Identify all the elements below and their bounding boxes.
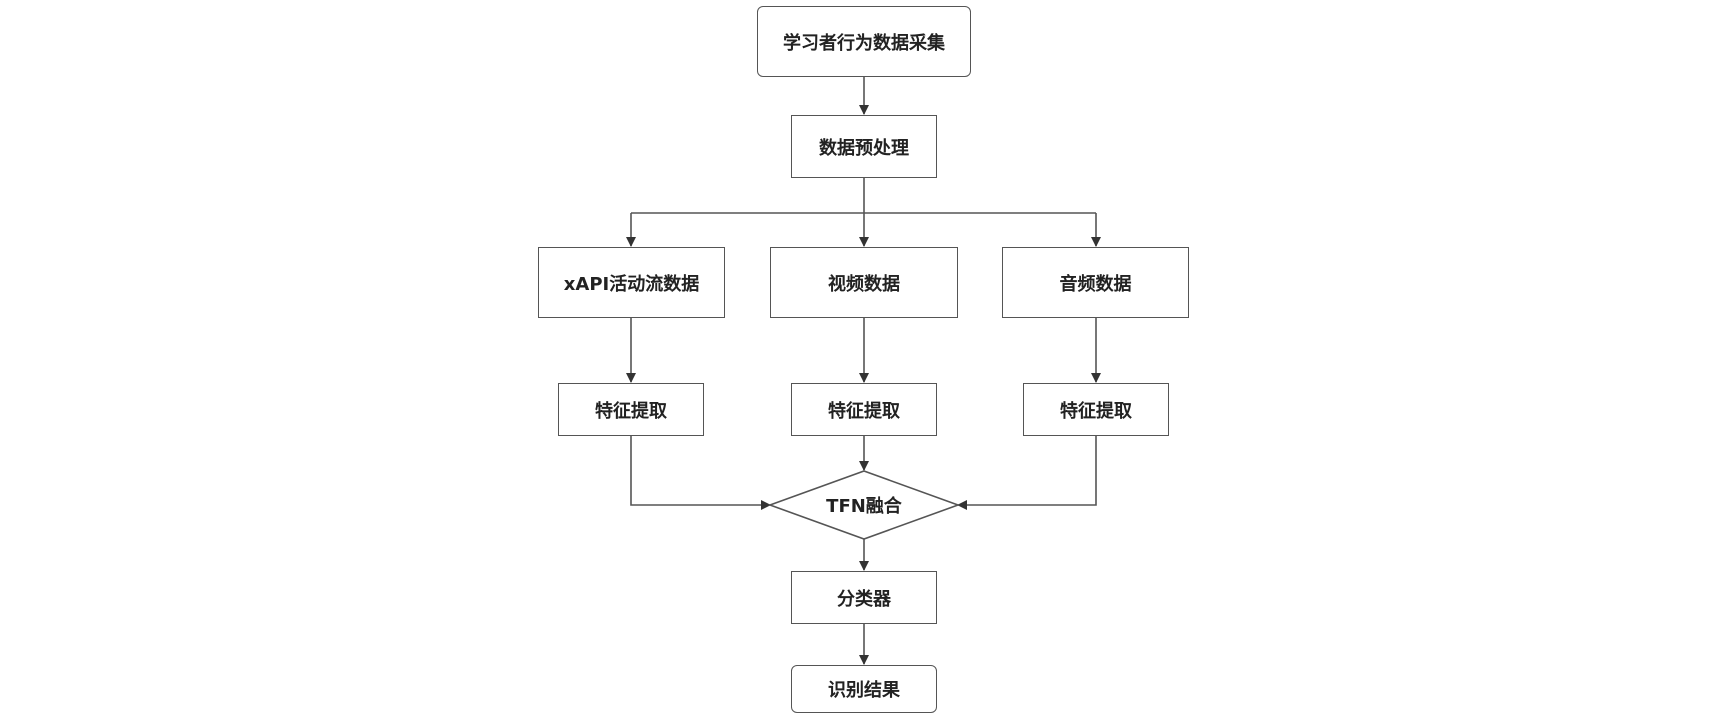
node-data-collection: 学习者行为数据采集 — [757, 6, 971, 77]
node-video-data: 视频数据 — [770, 247, 958, 318]
edge-feature-xapi-to-fusion — [630, 436, 771, 510]
node-feature-extraction-audio: 特征提取 — [1023, 383, 1169, 436]
node-xapi-data: xAPI活动流数据 — [538, 247, 725, 318]
node-feature-extraction-xapi: 特征提取 — [558, 383, 704, 436]
node-tfn-fusion-label: TFN融合 — [826, 496, 902, 517]
node-classifier: 分类器 — [791, 571, 937, 624]
node-recognition-result: 识别结果 — [791, 665, 937, 713]
node-audio-data: 音频数据 — [1002, 247, 1189, 318]
edge-feature-audio-to-fusion — [957, 436, 1097, 510]
node-preprocessing: 数据预处理 — [791, 115, 937, 178]
node-feature-extraction-video: 特征提取 — [791, 383, 937, 436]
